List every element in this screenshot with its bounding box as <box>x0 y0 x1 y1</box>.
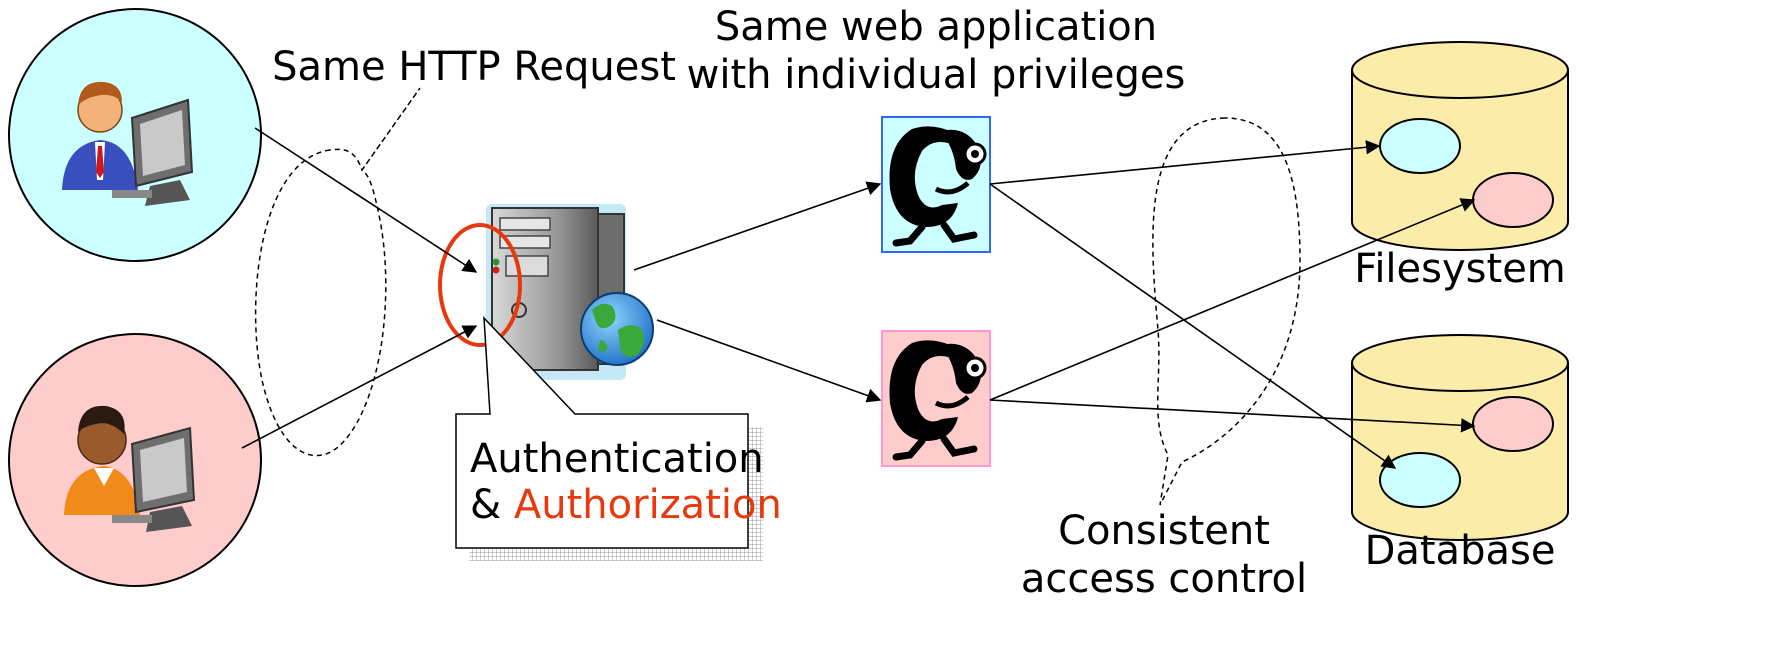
auth-callout-box <box>455 315 749 549</box>
user-top <box>8 8 262 262</box>
auth-callout-line2: & Authorization <box>470 482 782 528</box>
globe-icon <box>580 292 654 366</box>
arrow-user-bottom-to-server <box>241 325 478 449</box>
database-cylinder <box>1351 334 1569 541</box>
arrow-app-bottom-to-database <box>989 399 1476 433</box>
arrow-app-top-to-database <box>989 183 1397 469</box>
app-bottom-character-icon <box>889 340 987 461</box>
consistent-access-balloon <box>1152 117 1301 506</box>
user-top-computer-icon <box>62 81 194 206</box>
arrow-server-to-app-top <box>633 181 882 271</box>
consistent-access-label-line1: Consistent <box>1058 508 1270 554</box>
auth-callout-prefix: & <box>470 482 514 528</box>
consistent-access-label-line2: access control <box>1021 556 1307 602</box>
same-app-label-line1: Same web application <box>715 4 1157 50</box>
same-request-label: Same HTTP Request <box>272 44 676 90</box>
filesystem-label: Filesystem <box>1354 246 1566 292</box>
database-entry-pink <box>1472 396 1554 452</box>
auth-callout-highlight: Authorization <box>514 482 782 528</box>
filesystem-entry-blue <box>1379 118 1461 174</box>
same-app-label-line2: with individual privileges <box>687 52 1186 98</box>
auth-callout: Authentication & Authorization <box>455 315 782 561</box>
arrows <box>241 127 1476 469</box>
filesystem-entry-pink <box>1472 172 1554 228</box>
server-icon <box>486 204 626 380</box>
app-instance-bottom <box>881 330 991 467</box>
filesystem-cylinder <box>1351 41 1569 251</box>
arrow-user-top-to-server <box>254 127 478 273</box>
user-bottom <box>8 333 262 587</box>
authorization-ring <box>438 223 522 347</box>
database-label: Database <box>1365 528 1556 574</box>
auth-callout-line1: Authentication <box>470 436 764 482</box>
arrow-app-top-to-filesystem <box>989 140 1381 185</box>
arrow-app-bottom-to-filesystem <box>989 198 1476 401</box>
app-instance-top <box>881 116 991 253</box>
user-bottom-computer-icon <box>64 405 196 532</box>
app-top-character-icon <box>889 126 987 247</box>
same-request-balloon <box>254 87 421 457</box>
database-entry-blue <box>1379 452 1461 508</box>
arrow-server-to-app-bottom <box>656 319 882 403</box>
